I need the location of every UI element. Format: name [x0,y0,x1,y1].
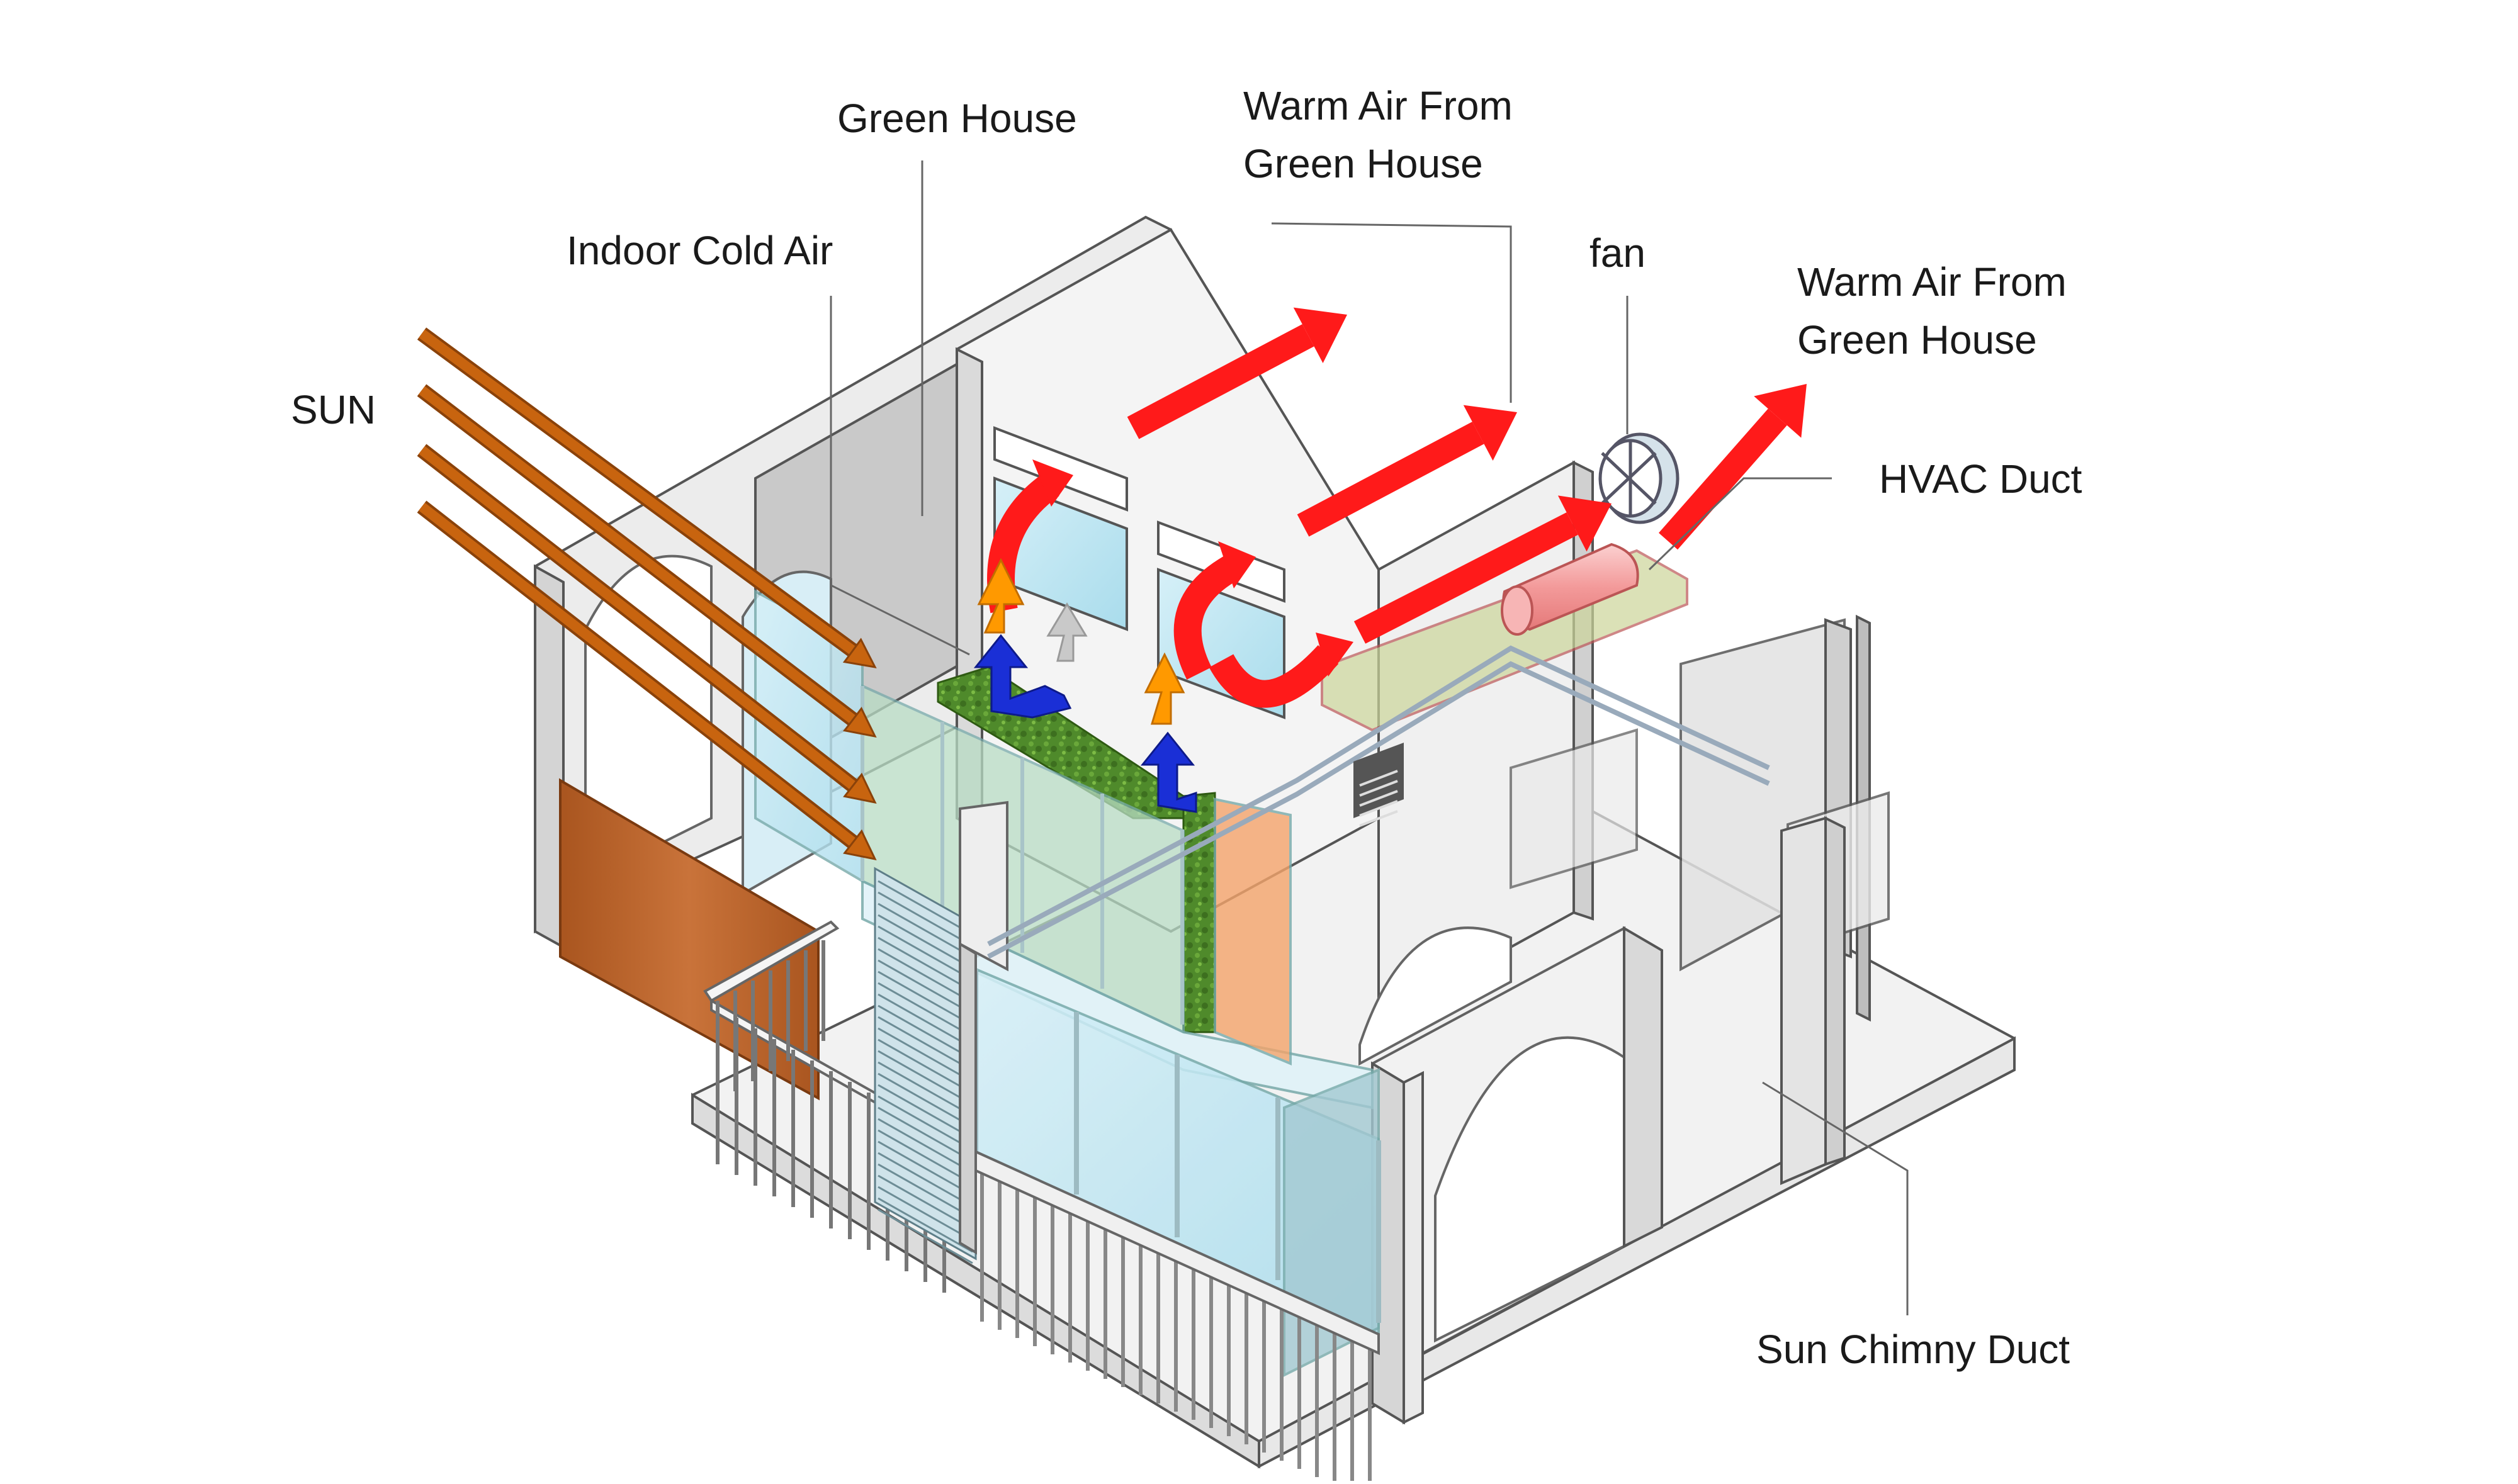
label-fan: fan [1589,230,1646,276]
label-warm-air-1-line2: Green House [1243,141,1483,186]
rising-air-arrows [977,558,1185,725]
label-warm-air-2-line1: Warm Air From [1797,259,2067,305]
sun-ray [417,444,877,804]
label-indoor-cold-air: Indoor Cold Air [567,228,833,273]
label-warm-air-2: Warm Air From Green House [1797,253,2067,369]
warm-air-arrow [1297,405,1517,537]
warm-air-arrows [1127,307,1807,644]
hvac-duct [1321,542,1688,732]
warm-air-arrow [1127,307,1347,439]
front-balusters [980,1158,1372,1484]
label-hvac-duct: HVAC Duct [1879,456,2082,502]
louver-panel [874,867,977,1261]
sun-ray [417,500,877,861]
leader-lines [830,160,1909,1315]
warm-air-arrow [1353,495,1612,644]
label-warm-air-1: Warm Air From Green House [1243,77,1513,193]
louver-slats [878,880,973,1264]
sun-ray [417,384,877,738]
sun-ray [417,327,877,668]
duct-pipes [987,645,1770,959]
glass-pillar [959,801,1008,1255]
sun-rays [417,327,877,861]
label-sun: SUN [291,387,376,432]
fan-icon [1598,432,1680,524]
label-warm-air-1-line1: Warm Air From [1243,83,1513,128]
warm-air-arrow [1658,384,1807,550]
vent-grille [1353,743,1404,827]
label-green-house: Green House [837,96,1077,141]
curved-arrow-heads [1032,459,1353,677]
cold-air-arrows [973,634,1197,813]
label-sun-chimney-duct: Sun Chimny Duct [1756,1327,2070,1372]
label-warm-air-2-line2: Green House [1797,317,2037,363]
